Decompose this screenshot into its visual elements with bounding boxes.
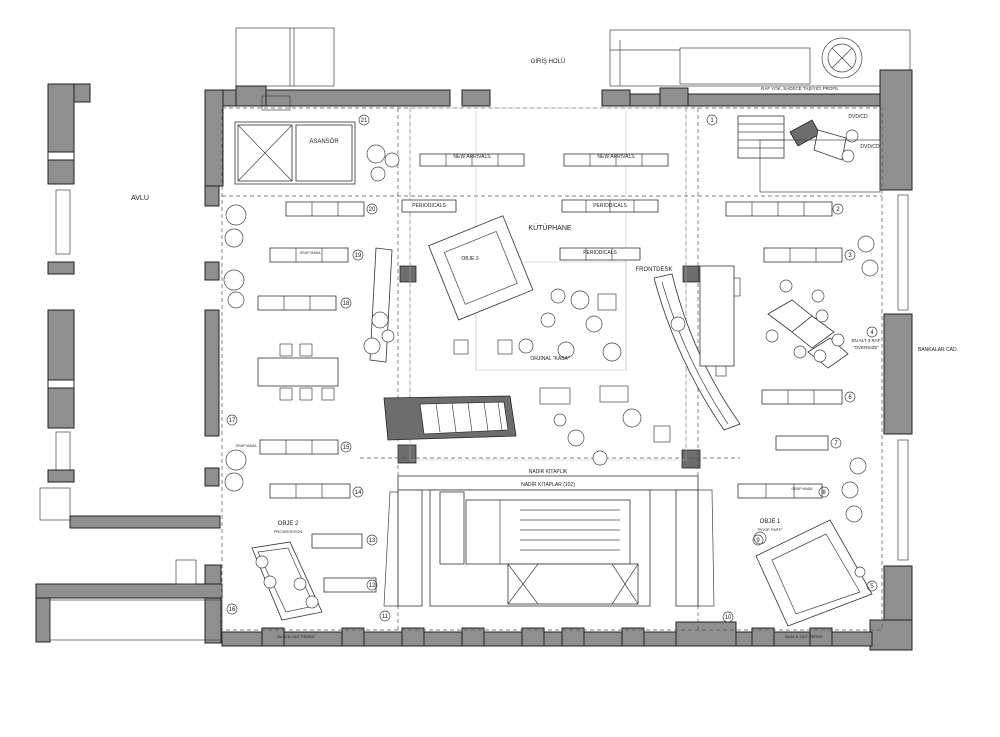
plan-labels: GİRİŞ HOLÜ AVLU ASANSÖR KÜTÜPHANE NEW AR… — [131, 58, 958, 639]
shelf-number-3: 3 — [848, 253, 852, 259]
shelf-number-13: 13 — [369, 538, 376, 544]
top-stair-area — [235, 27, 911, 87]
shelf-number-11: 11 — [382, 614, 389, 620]
shelf-number-7: 7 — [834, 441, 838, 447]
label-periodicals-center: PERIODICALS — [583, 250, 617, 256]
label-en-alt-raf: EN ALT 3 RAF — [851, 338, 880, 343]
columns — [397, 265, 701, 469]
center-staircase — [383, 395, 517, 441]
label-avlu: AVLU — [131, 195, 149, 202]
label-poof-puff: "POOF PUFF" — [757, 527, 783, 532]
label-raf-yok: RAF YOK, SADECE TAŞIYICI PROFİL — [761, 85, 839, 91]
shelf-number-12: 12 — [369, 583, 376, 589]
left-zone-furniture — [223, 201, 377, 593]
obje3-shelf — [428, 215, 534, 321]
label-new-arrivals-left: NEW ARRIVALS — [453, 154, 491, 160]
shelf-number-19: 19 — [355, 253, 362, 259]
shelf-number-6: 6 — [848, 395, 852, 401]
label-bankalar-cad: BANKALAR CAD. — [918, 347, 958, 353]
obje1-poof — [753, 519, 873, 627]
frontdesk — [653, 265, 741, 431]
label-obje1: OBJE 1 — [760, 519, 781, 525]
label-oversize: "OVERSIZE" — [853, 345, 879, 350]
label-grup-masa-2: GRUP MASA — [236, 444, 258, 448]
label-obje2: OBJE 2 — [278, 521, 299, 527]
obje2-desk — [251, 541, 323, 621]
label-blackout-left: BLACK OUT PERDE — [277, 634, 315, 639]
shelf-number-1: 1 — [710, 118, 714, 124]
right-stair — [737, 115, 881, 193]
shelf-number-18: 18 — [343, 301, 350, 307]
label-dvd-cd-side: DVD/CD — [860, 144, 880, 150]
label-nadir-kitaplik: NADİR KİTAPLIK — [529, 468, 568, 475]
shelf-number-5: 5 — [870, 584, 874, 590]
label-periodicals-left: PERIODICALS — [412, 203, 446, 209]
left-wall-strip — [39, 83, 91, 521]
center-shelves — [401, 153, 669, 261]
shelf-number-16: 16 — [229, 607, 236, 613]
shelf-number-21: 21 — [361, 118, 368, 124]
label-grup-masa-1: GRUP MASA — [300, 251, 322, 255]
label-new-arrivals-right: NEW ARRIVALS — [597, 154, 635, 160]
left-curved-bench — [363, 247, 395, 363]
label-dvd-cd-top: DVD/CD — [848, 114, 868, 120]
label-asansor: ASANSÖR — [309, 138, 339, 145]
center-seating — [453, 288, 671, 466]
right-windows — [897, 194, 909, 561]
label-projeksiyon: PROJEKSİYON — [274, 529, 303, 534]
label-kutuphane: KÜTÜPHANE — [528, 224, 572, 232]
round-chairs-top — [366, 144, 400, 182]
shelf-number-8: 8 — [822, 490, 826, 496]
elevator-block — [234, 95, 356, 185]
shelf-number-14: 14 — [355, 490, 362, 496]
shelf-number-10: 10 — [725, 615, 732, 621]
shelf-number-9: 9 — [756, 538, 760, 544]
shelf-number-15: 15 — [343, 445, 350, 451]
shelf-number-4: 4 — [870, 330, 874, 336]
shelf-number-2: 2 — [836, 207, 840, 213]
nadir-core — [383, 475, 715, 607]
shelf-number-markers: 1 2 3 4 5 6 7 8 9 10 11 12 13 14 15 16 1… — [226, 114, 878, 623]
exterior-walls — [35, 69, 913, 651]
right-shelves — [725, 201, 843, 499]
label-grup-masa-3: GRUP MASA — [792, 487, 814, 491]
label-blackout-right: BLACK OUT PERDE — [785, 634, 823, 639]
shelf-number-17: 17 — [229, 418, 236, 424]
label-nadir-kitaplar: NADİR KİTAPLAR (102) — [521, 481, 575, 488]
label-periodicals-right: PERIODICALS — [593, 203, 627, 209]
label-obje3: OBJE 3 — [461, 256, 478, 262]
label-frontdesk: FRONTDESK — [635, 267, 672, 273]
label-orjinal-kasa: ORJİNAL "KASA" — [530, 355, 569, 362]
right-seating — [765, 235, 879, 523]
shelf-number-20: 20 — [369, 207, 376, 213]
label-giris-holu: GİRİŞ HOLÜ — [531, 58, 566, 65]
